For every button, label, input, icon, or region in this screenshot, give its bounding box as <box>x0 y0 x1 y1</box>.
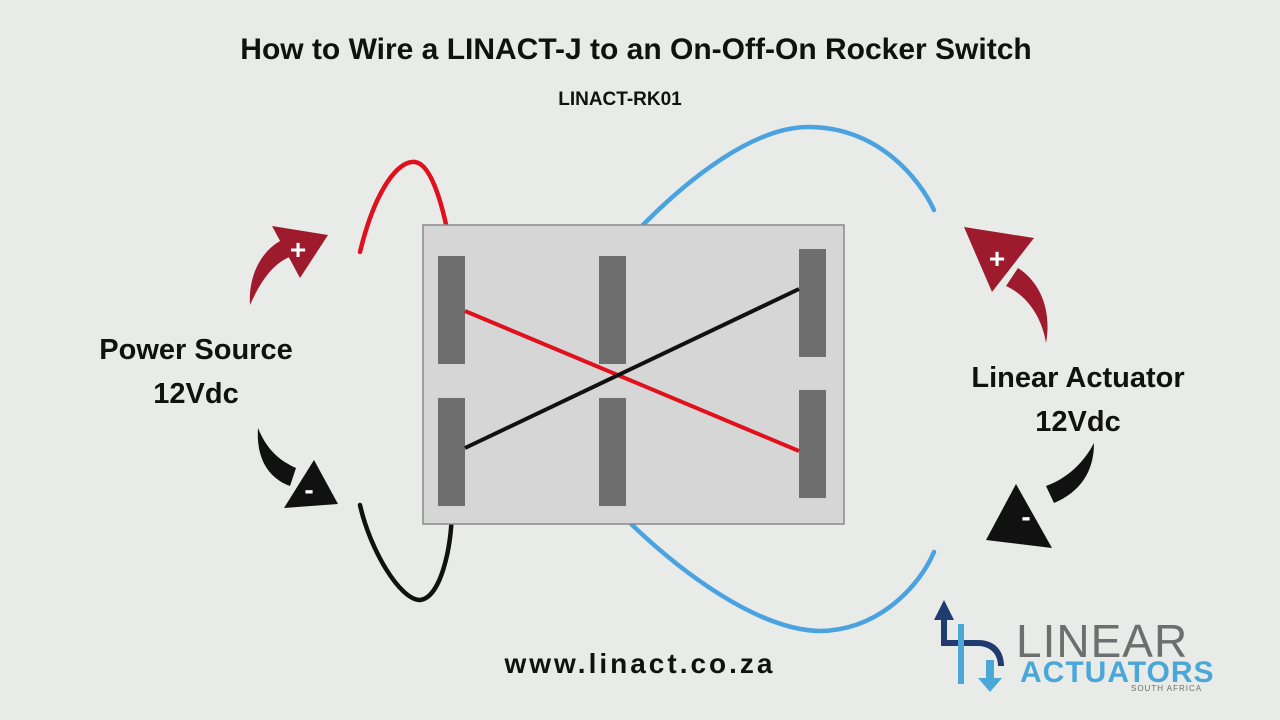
terminal-top-left <box>438 256 465 364</box>
black-cross-jumper <box>464 287 800 450</box>
actuator-positive-arrow-icon: + <box>964 227 1048 343</box>
blue-wire-bottom <box>609 502 937 634</box>
logo-tagline: SOUTH AFRICA <box>1131 684 1203 693</box>
product-code: LINACT-RK01 <box>558 89 682 110</box>
terminal-bottom-right <box>799 390 826 498</box>
actuator-negative-arrow-icon: - <box>986 443 1094 548</box>
power-positive-arrow-icon: + <box>249 226 328 305</box>
linear-actuator-voltage: 12Vdc <box>1035 406 1121 438</box>
blue-wire-top <box>609 124 937 261</box>
terminal-top-right <box>799 249 826 357</box>
red-power-wire <box>357 159 455 261</box>
power-negative-arrow-icon: - <box>257 428 338 508</box>
linear-actuator-label: Linear Actuator 12Vdc <box>932 356 1224 444</box>
black-power-wire <box>357 502 455 603</box>
actuator-negative-symbol: - <box>1021 501 1030 532</box>
power-source-voltage: 12Vdc <box>153 378 239 410</box>
red-cross-jumper <box>464 309 800 453</box>
power-source-label: Power Source 12Vdc <box>62 328 330 416</box>
terminal-top-middle <box>599 256 626 364</box>
linear-actuators-logo-icon <box>934 600 1004 692</box>
logo-word-linear: LINEAR <box>1016 615 1189 667</box>
website-url: www.linact.co.za <box>504 648 776 679</box>
terminal-bottom-middle <box>599 398 626 506</box>
linear-actuator-name: Linear Actuator <box>971 362 1185 394</box>
power-negative-symbol: - <box>304 474 313 505</box>
rocker-switch-body <box>422 224 845 525</box>
power-source-name: Power Source <box>99 334 293 366</box>
power-positive-symbol: + <box>290 234 306 265</box>
logo-word-actuators: ACTUATORS <box>1020 656 1215 689</box>
terminal-bottom-left <box>438 398 465 506</box>
actuator-positive-symbol: + <box>989 243 1005 274</box>
page-title: How to Wire a LINACT-J to an On-Off-On R… <box>240 33 1032 66</box>
